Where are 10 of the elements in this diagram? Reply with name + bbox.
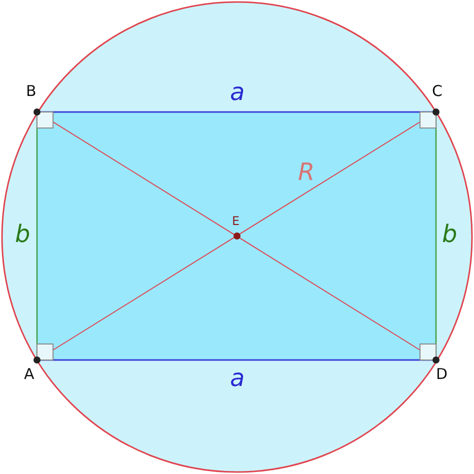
side-label: b <box>15 222 30 246</box>
point-label: A <box>24 367 34 382</box>
side-label: a <box>230 80 245 104</box>
point-label: B <box>26 84 36 99</box>
side-label: a <box>230 366 245 390</box>
point-label: D <box>436 367 448 382</box>
point-label: C <box>432 84 442 99</box>
radius-label: R <box>298 160 315 184</box>
side-label: b <box>442 222 458 246</box>
point-label: E <box>232 215 240 227</box>
